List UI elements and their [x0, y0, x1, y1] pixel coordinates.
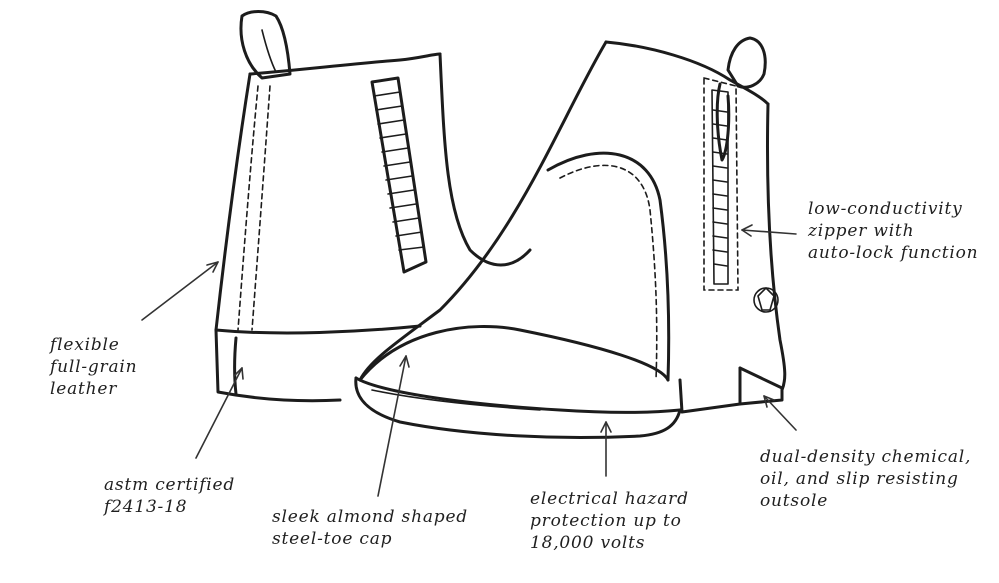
front-boot-drawing: [354, 36, 787, 439]
back-boot-drawing: [214, 10, 532, 403]
callout-zipper-line-1: low-conductivity: [808, 199, 963, 219]
callout-outsole-line-2: oil, and slip resisting: [760, 469, 959, 489]
callout-hazard-line-2: protection up to: [530, 511, 682, 531]
callout-outsole-line-1: dual-density chemical,: [760, 447, 972, 467]
arrow-toe-cap: [377, 355, 407, 497]
callout-zipper-line-2: zipper with: [808, 221, 915, 241]
arrow-zipper: [741, 229, 797, 235]
arrow-astm: [195, 367, 243, 459]
callout-zipper: low-conductivity zipper with auto-lock f…: [808, 198, 978, 264]
callout-astm-line-1: astm certified: [104, 475, 236, 495]
callout-hazard-line-1: electrical hazard: [530, 489, 689, 509]
callout-astm: astm certified f2413-18: [104, 474, 235, 518]
callout-leather-line-2: full-grain: [50, 357, 138, 377]
callout-toe-cap: sleek almond shaped steel-toe cap: [272, 506, 468, 550]
callout-outsole: dual-density chemical, oil, and slip res…: [760, 446, 971, 512]
callout-leather-line-1: flexible: [50, 335, 120, 355]
callout-arrows: [141, 224, 797, 497]
callout-hazard: electrical hazard protection up to 18,00…: [530, 488, 689, 554]
callout-toe-cap-line-1: sleek almond shaped: [272, 507, 468, 527]
callout-leather-line-3: leather: [50, 379, 118, 399]
arrow-leather: [141, 261, 219, 321]
callout-outsole-line-3: outsole: [760, 491, 829, 511]
arrow-outsole: [763, 395, 797, 431]
callout-hazard-line-3: 18,000 volts: [530, 533, 646, 553]
callout-zipper-line-3: auto-lock function: [808, 243, 979, 263]
callout-leather: flexible full-grain leather: [50, 334, 137, 400]
callout-toe-cap-line-2: steel-toe cap: [272, 529, 393, 549]
callout-astm-line-2: f2413-18: [104, 497, 188, 517]
